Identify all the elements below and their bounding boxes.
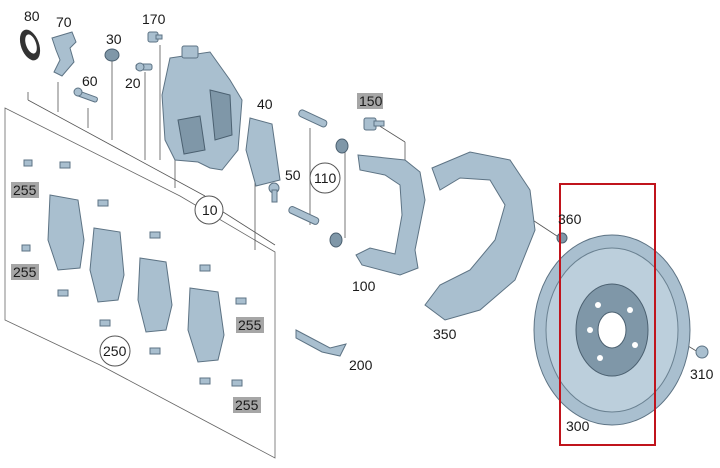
gray-box-255-a (11, 182, 39, 198)
highlight-box (559, 183, 656, 446)
label-40: 40 (257, 96, 273, 112)
label-255-c: 255 (238, 317, 262, 333)
label-110: 110 (314, 170, 337, 186)
part-caliper-housing (161, 45, 243, 171)
label-10: 10 (202, 202, 218, 218)
label-30: 30 (106, 31, 122, 47)
part-80-seal (19, 29, 41, 61)
part-350-splash-shield (424, 151, 536, 321)
label-100: 100 (352, 278, 376, 294)
label-170: 170 (142, 11, 166, 27)
part-20-bolt (135, 62, 153, 72)
label-60: 60 (82, 73, 98, 89)
gray-box-255-d (233, 397, 261, 413)
callout-circle-110 (309, 162, 341, 194)
part-40-shim (245, 117, 281, 187)
label-20: 20 (125, 75, 141, 91)
part-300-brake-disc (533, 234, 691, 426)
gray-box-150 (357, 93, 383, 109)
label-255-b: 255 (13, 264, 37, 280)
label-255-a: 255 (13, 182, 37, 198)
label-70: 70 (56, 14, 72, 30)
part-guide-pins (288, 109, 349, 248)
label-150: 150 (359, 93, 383, 109)
part-200-wear-sensor (295, 329, 347, 357)
part-360-screw (556, 232, 568, 244)
part-70-clip (51, 31, 77, 77)
label-310: 310 (690, 366, 714, 382)
part-250-brake-pads (47, 194, 225, 363)
label-200: 200 (349, 357, 373, 373)
part-170-bolt (147, 31, 163, 43)
label-80: 80 (24, 8, 40, 24)
label-50: 50 (285, 167, 301, 183)
part-60-bolt (73, 87, 98, 103)
label-250: 250 (103, 343, 127, 359)
label-255-d: 255 (235, 397, 259, 413)
label-300: 300 (566, 418, 590, 434)
label-350: 350 (433, 326, 457, 342)
callout-circle-10 (194, 195, 224, 225)
callout-circle-250 (99, 335, 131, 367)
gray-box-255-b (11, 264, 39, 280)
part-100-bracket (355, 154, 426, 276)
part-310-screw (695, 345, 709, 359)
part-30-bush (104, 48, 120, 62)
pad-kit-outline (4, 107, 276, 459)
part-50-bolt (268, 182, 280, 203)
label-360: 360 (558, 211, 582, 227)
pad-clips (21, 159, 247, 387)
gray-box-255-c (236, 317, 264, 333)
part-150-bolt (363, 117, 385, 131)
